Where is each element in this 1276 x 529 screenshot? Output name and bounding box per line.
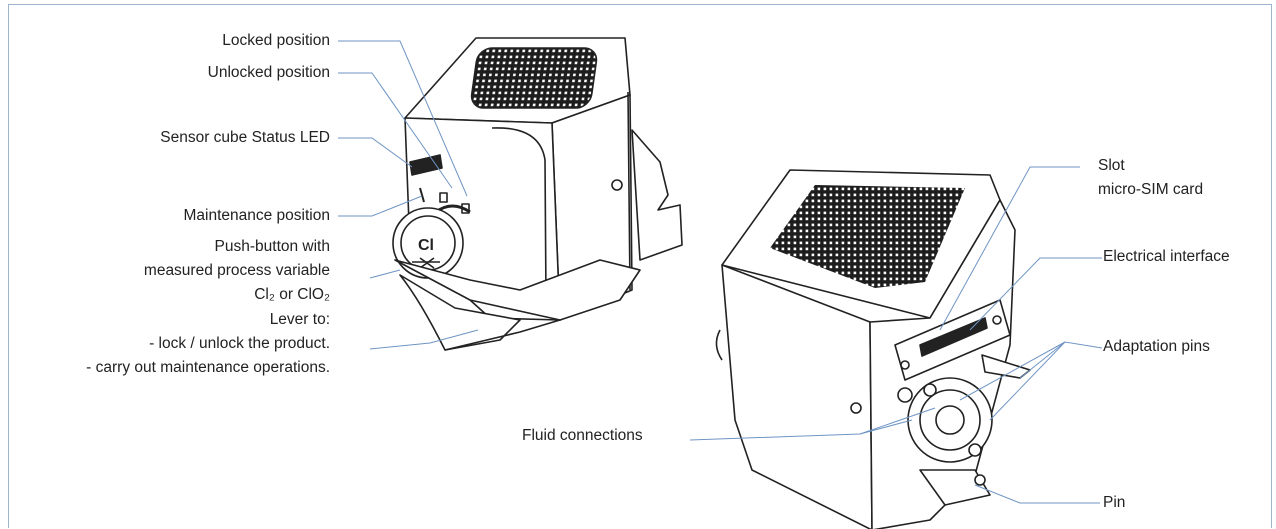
sensor-cube-left: Cl <box>392 37 683 351</box>
label-slot-1: Slot <box>1098 157 1125 174</box>
label-push-button-3: Cl₂ or ClO₂ <box>254 286 330 303</box>
label-push-button-2: measured process variable <box>143 262 330 279</box>
label-status-led: Sensor cube Status LED <box>160 129 330 146</box>
label-lever-2: - lock / unlock the product. <box>149 335 330 352</box>
sensor-cube-right <box>715 169 1031 529</box>
diagram-frame <box>8 4 1272 528</box>
label-maintenance-position: Maintenance position <box>183 207 331 224</box>
label-lever-1: Lever to: <box>269 311 330 328</box>
leader-lines <box>338 40 1103 504</box>
svg-text:Cl: Cl <box>418 237 434 254</box>
label-unlocked-position: Unlocked position <box>207 64 330 81</box>
label-pin: Pin <box>1103 494 1126 511</box>
label-fluid-connections: Fluid connections <box>522 427 643 444</box>
label-slot-2: micro-SIM card <box>1098 181 1204 198</box>
label-locked-position: Locked position <box>222 32 330 49</box>
label-adaptation-pins: Adaptation pins <box>1103 338 1210 355</box>
label-push-button-1: Push-button with <box>214 238 330 255</box>
label-lever-3: - carry out maintenance operations. <box>86 359 330 376</box>
label-electrical-interface: Electrical interface <box>1103 248 1230 265</box>
